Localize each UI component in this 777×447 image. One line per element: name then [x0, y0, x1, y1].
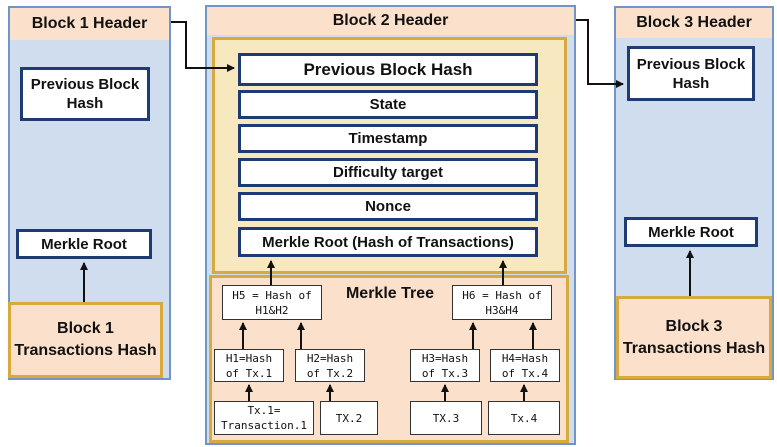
- state-field: State: [238, 90, 538, 119]
- block-1-transactions-hash: Block 1 Transactions Hash: [8, 302, 163, 378]
- h1-node: H1=Hash of Tx.1: [214, 349, 284, 382]
- tx1-node: Tx.1= Transaction.1: [214, 401, 314, 435]
- difficulty-target-field: Difficulty target: [238, 158, 538, 187]
- nonce-field: Nonce: [238, 192, 538, 221]
- tx2-node: TX.2: [320, 401, 378, 435]
- block-3-merkle-root: Merkle Root: [624, 217, 758, 247]
- h2-node: H2=Hash of Tx.2: [295, 349, 365, 382]
- merkle-tree-title: Merkle Tree: [345, 285, 435, 302]
- block-1-header: Block 1 Header: [10, 8, 169, 40]
- h6-node: H6 = Hash of H3&H4: [452, 285, 552, 320]
- timestamp-field: Timestamp: [238, 124, 538, 153]
- arrow-block2-to-block3: [576, 19, 624, 88]
- block-3-transactions-hash: Block 3 Transactions Hash: [616, 296, 772, 379]
- merkle-root-field: Merkle Root (Hash of Transactions): [238, 227, 538, 257]
- block-1-prev-hash: Previous Block Hash: [20, 67, 150, 121]
- block-3-prev-hash: Previous Block Hash: [627, 46, 755, 101]
- prev-block-hash-field: Previous Block Hash: [238, 53, 538, 86]
- h3-node: H3=Hash of Tx.3: [410, 349, 480, 382]
- block-2-header: Block 2 Header: [207, 7, 574, 35]
- h5-node: H5 = Hash of H1&H2: [222, 285, 322, 320]
- block-1-merkle-root: Merkle Root: [16, 229, 152, 259]
- tx4-node: Tx.4: [488, 401, 560, 435]
- tx3-node: TX.3: [410, 401, 482, 435]
- h4-node: H4=Hash of Tx.4: [490, 349, 560, 382]
- block-3-header: Block 3 Header: [616, 8, 772, 38]
- arrow-block1-to-block2: [171, 21, 235, 72]
